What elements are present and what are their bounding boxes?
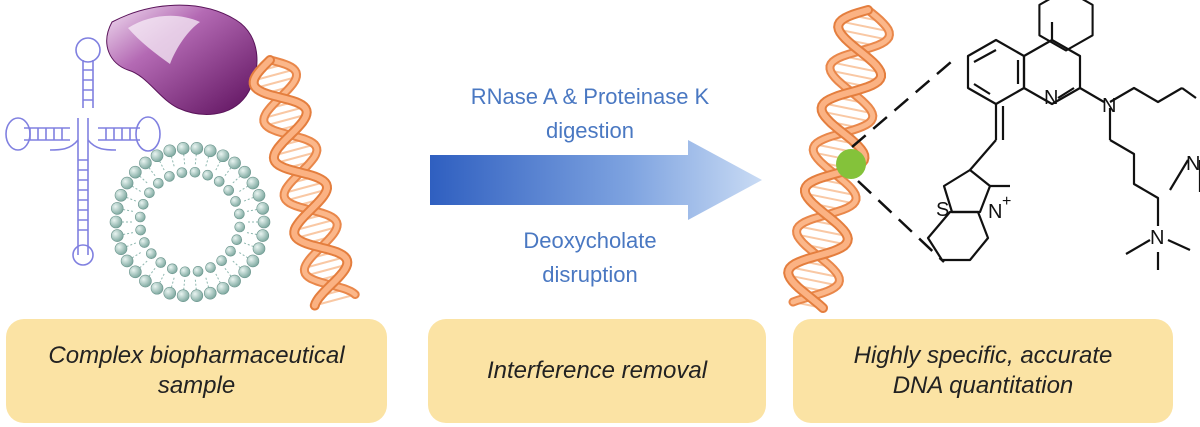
result-caption-line-2: DNA quantitation <box>892 372 1074 399</box>
binding-site-marker <box>836 149 866 179</box>
dye-molecule-structure <box>926 0 1200 270</box>
atom-n-terminal-1: N <box>1186 153 1200 175</box>
digestion-line-1: RNase A & Proteinase K <box>470 84 710 109</box>
atom-s-thiazole: S <box>936 199 949 221</box>
charge-plus: + <box>1002 193 1011 210</box>
sample-caption-line-1: Complex biopharmaceutical <box>48 342 345 369</box>
result-caption-line-1: Highly specific, accurate <box>853 342 1113 369</box>
disruption-line-2: disruption <box>542 262 638 287</box>
digestion-line-2: digestion <box>545 118 635 143</box>
process-arrow <box>430 140 762 220</box>
dna-helix-left <box>248 55 360 311</box>
disruption-step-label: Deoxycholate disruption <box>410 224 770 292</box>
digestion-step-label: RNase A & Proteinase K digestion <box>410 80 770 148</box>
protein-icon <box>106 4 258 115</box>
zoom-lines <box>851 55 959 263</box>
sample-caption-box: Complex biopharmaceutical sample <box>6 319 387 423</box>
atom-n-quinoline: N <box>1044 87 1058 109</box>
liposome-icon <box>109 142 271 302</box>
disruption-line-1: Deoxycholate <box>523 228 657 253</box>
sample-caption-line-2: sample <box>157 372 236 399</box>
result-caption-box: Highly specific, accurate DNA quantitati… <box>793 319 1173 423</box>
atom-n-terminal-2: N <box>1150 227 1164 249</box>
atom-n-thiazole: N <box>988 201 1002 223</box>
removal-caption-box: Interference removal <box>428 319 766 423</box>
removal-caption: Interference removal <box>486 357 708 384</box>
atom-n-amine: N <box>1102 95 1116 117</box>
trna-icon <box>5 37 161 266</box>
